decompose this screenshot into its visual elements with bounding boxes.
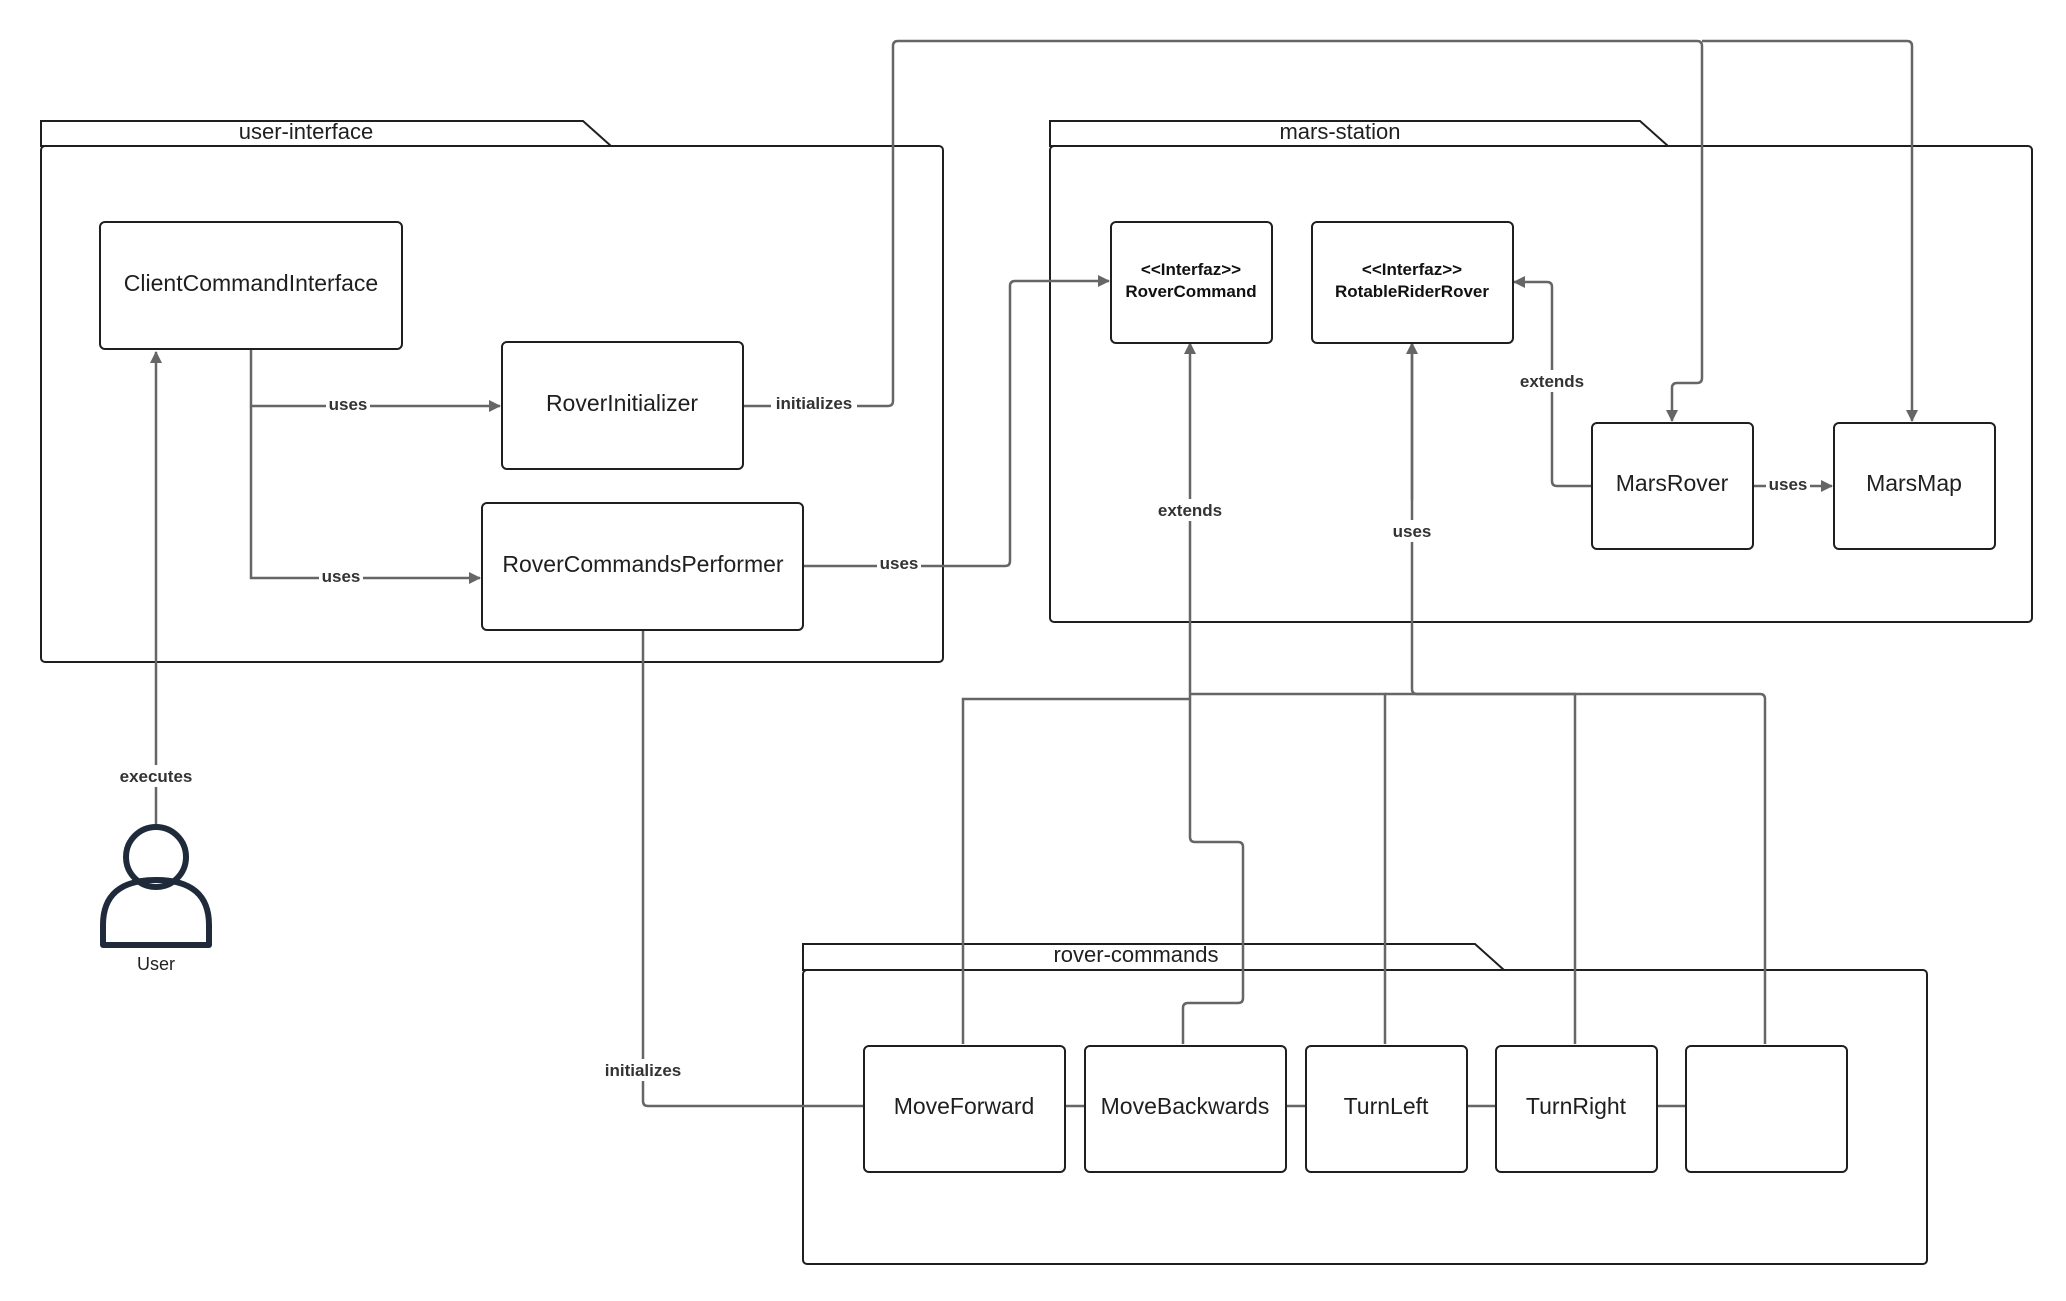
turn-left-label: TurnLeft xyxy=(1344,1093,1429,1119)
edge-moveforward-extends xyxy=(961,697,1190,1044)
rover-initializer-label: RoverInitializer xyxy=(546,390,698,416)
package-rover-commands[interactable]: rover-commands xyxy=(802,942,1928,1265)
package-mars-station[interactable]: mars-station xyxy=(1049,119,2033,623)
rover-command-stereotype: <<Interfaz>> xyxy=(1141,260,1241,279)
node-mars-map[interactable]: MarsMap xyxy=(1833,422,1996,550)
edge-initializer-initializes-marsrover xyxy=(743,39,1704,422)
turn-right-label: TurnRight xyxy=(1526,1093,1627,1119)
rover-commands-performer-label: RoverCommandsPerformer xyxy=(502,551,784,577)
move-backwards-label: MoveBackwards xyxy=(1101,1093,1270,1119)
mars-map-label: MarsMap xyxy=(1866,470,1962,496)
package-mars-station-label: mars-station xyxy=(1279,119,1400,144)
rotable-stereotype: <<Interfaz>> xyxy=(1362,260,1462,279)
edge-initializer-initializes-marsmap xyxy=(1702,39,1918,422)
label-cci-uses-initializer: uses xyxy=(329,395,368,414)
label-user-executes: executes xyxy=(120,767,193,786)
label-cci-uses-performer: uses xyxy=(322,567,361,586)
label-performer-uses-command: uses xyxy=(880,554,919,573)
label-initializer-initializes: initializes xyxy=(776,394,853,413)
label-commands-extend: extends xyxy=(1158,501,1222,520)
edge-commands-use-rotable xyxy=(1410,343,1767,1044)
node-move-forward[interactable]: MoveForward xyxy=(863,1045,1066,1173)
rotable-name: RotableRiderRover xyxy=(1335,282,1489,301)
edge-performer-initializes-commands xyxy=(641,631,864,1108)
node-rover-initializer[interactable]: RoverInitializer xyxy=(501,341,744,470)
user-actor-label: User xyxy=(137,954,175,974)
user-actor-icon[interactable] xyxy=(100,824,212,948)
node-turn-right[interactable]: TurnRight xyxy=(1495,1045,1658,1173)
mars-rover-label: MarsRover xyxy=(1616,470,1729,496)
label-commands-use: uses xyxy=(1393,522,1432,541)
node-rover-command-interface[interactable]: <<Interfaz>> RoverCommand xyxy=(1110,221,1273,344)
node-move-backwards[interactable]: MoveBackwards xyxy=(1084,1045,1287,1173)
client-command-interface-label: ClientCommandInterface xyxy=(124,270,378,296)
node-rover-commands-performer[interactable]: RoverCommandsPerformer xyxy=(481,502,804,631)
node-rotable-rider-rover-interface[interactable]: <<Interfaz>> RotableRiderRover xyxy=(1311,221,1514,344)
package-rover-commands-label: rover-commands xyxy=(1053,942,1218,967)
node-client-command-interface[interactable]: ClientCommandInterface xyxy=(99,221,403,350)
rover-command-name: RoverCommand xyxy=(1125,282,1256,301)
label-performer-initializes: initializes xyxy=(605,1061,682,1080)
package-user-interface-label: user-interface xyxy=(239,119,374,144)
label-marsrover-extends: extends xyxy=(1520,372,1584,391)
edge-cci-uses-initializer xyxy=(249,349,501,412)
label-marsrover-uses-map: uses xyxy=(1769,475,1808,494)
node-mars-rover[interactable]: MarsRover xyxy=(1591,422,1754,550)
package-user-interface[interactable]: user-interface xyxy=(40,119,944,663)
edge-performer-uses-command xyxy=(803,275,1110,568)
edge-commands-extend-rovercommand xyxy=(1181,342,1245,1044)
node-empty-command[interactable] xyxy=(1685,1045,1848,1173)
node-turn-left[interactable]: TurnLeft xyxy=(1305,1045,1468,1173)
edge-cci-uses-performer xyxy=(249,406,481,584)
edge-turnright-extends xyxy=(1385,692,1577,1044)
move-forward-label: MoveForward xyxy=(894,1093,1035,1119)
edge-turnleft-extends xyxy=(1190,692,1387,1044)
